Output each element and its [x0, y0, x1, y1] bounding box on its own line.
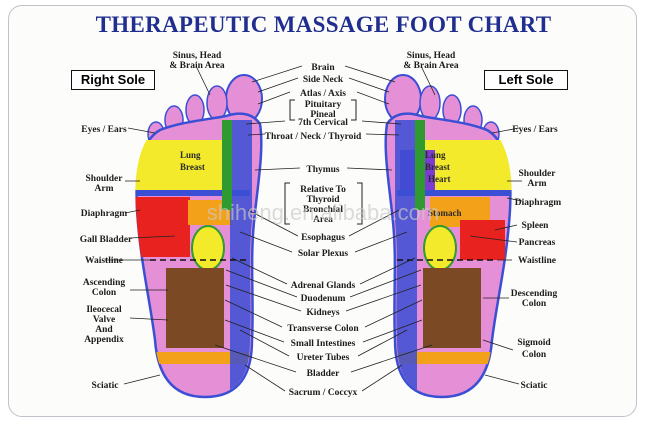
label-pancreas: Pancreas	[519, 238, 556, 248]
label-duodenum: Duodenum	[301, 294, 346, 304]
label-bladder: Bladder	[307, 369, 341, 379]
label-ureter-tubes: Ureter Tubes	[297, 353, 350, 363]
leader-lines	[105, 65, 523, 392]
right-intestine-zone	[166, 268, 224, 348]
label-kidneys: Kidneys	[306, 308, 340, 318]
label-ileocecal-2: Valve	[93, 315, 115, 325]
left-intestine-zone	[423, 268, 481, 348]
left-spine-line	[395, 120, 417, 395]
label-waistline-right: Waistline	[85, 256, 123, 266]
relative-bracket	[284, 182, 363, 225]
label-eyes-ears-left: Eyes / Ears	[512, 125, 558, 135]
right-diaphragm-line	[135, 190, 250, 196]
label-eyes-ears-right: Eyes / Ears	[81, 125, 127, 135]
left-toe-2	[419, 85, 441, 121]
label-sciatic-left: Sciatic	[521, 381, 548, 391]
right-sciatic-band	[135, 352, 260, 364]
label-7th-cervical: 7th Cervical	[298, 118, 348, 128]
label-small-intestines: Small Intestines	[291, 339, 356, 349]
left-diaphragm-line	[397, 190, 512, 196]
left-sole-label: Left Sole	[484, 70, 568, 90]
right-toe-2	[206, 85, 228, 121]
label-pineal: Pineal	[310, 110, 336, 120]
right-breast-text: Breast	[180, 162, 205, 172]
label-esophagus: Esophagus	[301, 233, 345, 243]
label-side-neck: Side Neck	[303, 75, 344, 85]
label-sinus-left-2: & Brain Area	[403, 61, 458, 71]
right-sole-label: Right Sole	[71, 70, 155, 90]
label-sinus-right-1: Sinus, Head	[173, 51, 222, 61]
label-sigmoid-1: Sigmoid	[517, 338, 551, 348]
label-descending-2: Colon	[522, 299, 547, 309]
watermark: shiheng.en.alibaba.com	[207, 200, 439, 225]
left-foot: Lung Breast Heart Stomach	[384, 74, 512, 399]
label-ileocecal-4: Appendix	[84, 335, 124, 345]
label-thymus: Thymus	[306, 165, 340, 175]
label-ileocecal-1: Ileocecal	[86, 305, 122, 315]
right-lung-text: Lung	[180, 150, 201, 160]
label-relative-3: Bronchial	[303, 205, 343, 215]
label-ascending-1: Ascending	[83, 278, 125, 288]
right-lung-zone	[135, 140, 230, 195]
label-ileocecal-3: And	[95, 325, 113, 335]
label-relative-2: Thyroid	[306, 195, 340, 205]
label-diaphragm-right: Diaphragm	[81, 209, 128, 219]
label-shoulder-right: Shoulder	[86, 174, 124, 184]
right-spine-line	[230, 120, 252, 395]
left-stomach-text: Stomach	[428, 208, 462, 218]
label-sinus-right-2: & Brain Area	[169, 61, 224, 71]
label-ascending-2: Colon	[92, 288, 117, 298]
label-diaphragm-left: Diaphragm	[515, 198, 562, 208]
label-arm-right: Arm	[95, 184, 114, 194]
chart-title: THERAPEUTIC MASSAGE FOOT CHART	[95, 12, 552, 37]
label-shoulder-left: Shoulder	[519, 169, 557, 179]
left-neck-zone	[415, 120, 425, 210]
label-sigmoid-2: Colon	[522, 350, 547, 360]
left-kidney-zone	[423, 225, 457, 271]
right-kidney-zone	[191, 225, 225, 271]
right-liver-zone	[135, 197, 190, 257]
left-heart-text: Heart	[428, 174, 451, 184]
label-solar-plexus: Solar Plexus	[298, 249, 349, 259]
right-neck-zone	[222, 120, 232, 210]
label-waistline-left: Waistline	[518, 256, 556, 266]
right-foot: Lung Breast	[135, 74, 263, 399]
label-relative-1: Relative To	[300, 185, 346, 195]
label-throat-neck-thyroid: Throat / Neck / Thyroid	[265, 132, 362, 142]
label-gall-bladder: Gall Bladder	[80, 235, 133, 245]
label-atlas-axis: Atlas / Axis	[300, 89, 346, 99]
label-arm-left: Arm	[528, 179, 547, 189]
label-descending-1: Descending	[511, 289, 558, 299]
label-relative-4: Area	[313, 215, 333, 225]
pituitary-bracket	[289, 99, 357, 121]
left-breast-text: Breast	[425, 162, 450, 172]
label-pituitary: Pituitary	[305, 100, 342, 110]
label-sacrum-coccyx: Sacrum / Coccyx	[289, 388, 358, 398]
label-sciatic-right: Sciatic	[92, 381, 119, 391]
label-adrenal-glands: Adrenal Glands	[291, 281, 356, 291]
left-spleen-zone	[460, 220, 505, 260]
left-lung-text: Lung	[425, 150, 446, 160]
label-brain: Brain	[311, 63, 335, 73]
label-sinus-left-1: Sinus, Head	[407, 51, 456, 61]
label-transverse-colon: Transverse Colon	[287, 324, 359, 334]
left-sciatic-band	[387, 352, 512, 364]
label-spleen: Spleen	[522, 221, 550, 231]
